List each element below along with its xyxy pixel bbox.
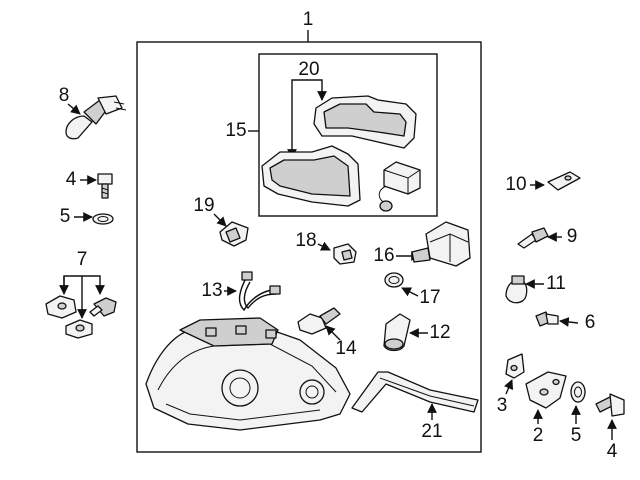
upper-gasket-part <box>313 95 417 149</box>
trim-strip-part <box>351 371 479 413</box>
callout-5-right: 5 <box>571 425 582 446</box>
callout-4-upper: 4 <box>66 169 77 190</box>
callout-13: 13 <box>201 280 222 301</box>
wiring-harness-part <box>238 271 281 312</box>
lower-gasket-part <box>261 145 361 207</box>
clip-nut-part-b <box>65 319 93 339</box>
callout-4-lower: 4 <box>607 441 618 462</box>
callout-2: 2 <box>533 425 544 446</box>
callout-14: 14 <box>335 338 357 359</box>
callout-11: 11 <box>546 273 566 294</box>
leveling-motor-part <box>411 221 471 267</box>
assembly-frame <box>136 41 482 453</box>
callout-6: 6 <box>585 312 596 333</box>
callout-7: 7 <box>77 249 88 270</box>
callout-8: 8 <box>59 85 70 106</box>
connector-part-19 <box>219 221 249 247</box>
callout-15: 15 <box>225 120 246 141</box>
socket-clip-part <box>333 243 357 265</box>
callout-1: 1 <box>303 9 314 30</box>
clip-nut-part-a <box>45 295 77 319</box>
bolt-part-4 <box>595 393 625 417</box>
callout-17: 17 <box>419 287 440 308</box>
o-ring-part <box>384 272 404 288</box>
callout-20: 20 <box>298 59 319 80</box>
callout-12: 12 <box>429 322 450 343</box>
housing-subassembly-frame <box>258 53 438 217</box>
callout-5-left: 5 <box>60 206 71 227</box>
screw-part-6 <box>535 311 559 327</box>
bulb-part-11 <box>505 275 528 304</box>
callout-19: 19 <box>193 195 214 216</box>
mounting-bracket-part-2 <box>525 371 567 409</box>
callout-16: 16 <box>373 245 394 266</box>
side-marker-bulb-part <box>517 227 549 249</box>
washer-part-right <box>570 381 586 403</box>
adjuster-bolt-part <box>97 173 113 199</box>
headlamp-housing-part <box>145 317 351 431</box>
ballast-module-part <box>378 161 421 212</box>
callout-21: 21 <box>421 421 442 442</box>
callout-3: 3 <box>497 395 508 416</box>
bulb-part <box>65 95 127 140</box>
callout-10: 10 <box>505 174 526 195</box>
bracket-part-3 <box>505 353 525 379</box>
retainer-clip-part-10 <box>547 171 581 191</box>
callout-18: 18 <box>295 230 316 251</box>
callout-9: 9 <box>567 226 578 247</box>
washer-part-left <box>92 213 114 225</box>
socket-sleeve-part <box>383 313 411 352</box>
bulb-socket-part <box>297 307 341 335</box>
adjuster-screw-part <box>89 297 117 317</box>
